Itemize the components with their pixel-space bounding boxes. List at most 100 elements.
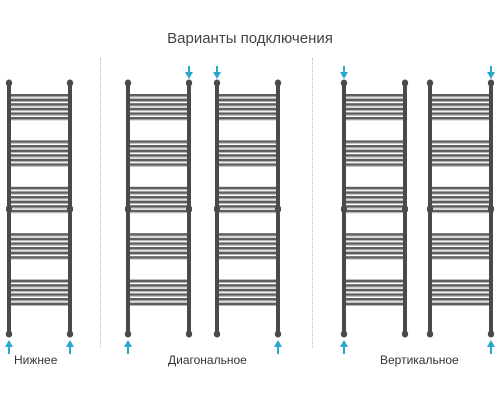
towel-bar-shade xyxy=(11,249,68,251)
towel-bar-shade xyxy=(219,254,276,255)
towel-bar xyxy=(432,107,489,111)
towel-bar xyxy=(11,186,68,190)
towel-bar-shade xyxy=(219,142,276,144)
towel-bar xyxy=(219,256,276,259)
towel-bar-shade xyxy=(346,295,403,297)
towel-bar xyxy=(11,298,68,301)
towel-bar xyxy=(130,288,187,292)
towel-bar-shade xyxy=(219,119,276,121)
towel-bar xyxy=(130,247,187,250)
towel-bar xyxy=(130,94,187,97)
towel-bar xyxy=(432,209,489,213)
rail-fitting xyxy=(427,206,433,212)
arrow-up-icon-shaft xyxy=(277,346,279,354)
towel-bar-shade xyxy=(11,295,68,297)
rail-fitting xyxy=(186,206,192,212)
towel-bar-shade xyxy=(346,105,403,107)
towel-bar xyxy=(11,154,68,157)
towel-bar-shade xyxy=(219,193,276,195)
group-divider-1 xyxy=(100,58,101,348)
towel-bar xyxy=(130,186,187,190)
radiator-4 xyxy=(346,94,403,306)
towel-bar-shade xyxy=(11,119,68,121)
towel-bar xyxy=(432,145,489,148)
towel-bar xyxy=(346,186,403,190)
arrow-down-icon-shaft xyxy=(343,66,345,74)
towel-bar-shade xyxy=(346,286,403,288)
rail-cap-bottom xyxy=(213,330,221,338)
rail-cap-top xyxy=(185,79,193,87)
towel-bar xyxy=(346,158,403,162)
towel-bar xyxy=(432,247,489,250)
rail-cap-bottom xyxy=(487,330,495,338)
towel-bar xyxy=(432,284,489,287)
towel-bar xyxy=(346,94,403,97)
towel-bar xyxy=(432,191,489,194)
towel-bar-shade xyxy=(11,240,68,242)
towel-bar-shade xyxy=(346,203,403,204)
radiator-5 xyxy=(432,94,489,306)
towel-bar xyxy=(432,163,489,166)
rail-cap-bottom xyxy=(401,330,409,338)
towel-bar xyxy=(11,107,68,111)
towel-bar xyxy=(346,112,403,115)
towel-bar-shade xyxy=(432,189,489,191)
towel-bar-shade xyxy=(130,101,187,102)
towel-bar xyxy=(130,107,187,111)
towel-bar-shade xyxy=(130,152,187,153)
towel-bar-shade xyxy=(11,235,68,237)
towel-bar xyxy=(346,205,403,208)
towel-bar xyxy=(11,149,68,152)
towel-bar-shade xyxy=(432,291,489,293)
towel-bar-shade xyxy=(130,203,187,204)
towel-bar-shade xyxy=(346,114,403,116)
towel-bar-shade xyxy=(130,96,187,98)
towel-bar-shade xyxy=(346,305,403,306)
towel-bar-shade xyxy=(219,295,276,297)
towel-bar-shade xyxy=(219,189,276,191)
rail-fitting xyxy=(488,206,494,212)
rail-cap-top xyxy=(274,79,282,87)
towel-bar-shade xyxy=(219,291,276,293)
towel-bar-shade xyxy=(346,156,403,158)
towel-bar-shade xyxy=(11,152,68,153)
towel-bar xyxy=(432,279,489,282)
rail-cap-bottom xyxy=(426,330,434,338)
towel-bar-shade xyxy=(432,110,489,112)
towel-bar xyxy=(346,242,403,245)
towel-bar-shade xyxy=(130,105,187,107)
arrow-up-icon xyxy=(124,340,132,347)
towel-bar xyxy=(219,149,276,152)
towel-bar xyxy=(432,233,489,236)
towel-bar xyxy=(219,103,276,106)
towel-bar xyxy=(219,293,276,296)
towel-bar xyxy=(130,140,187,143)
towel-bar-shade xyxy=(130,212,187,214)
rail-cap-top xyxy=(401,79,409,87)
towel-bar-shade xyxy=(130,142,187,144)
towel-bar-shade xyxy=(219,286,276,288)
towel-bar-shade xyxy=(432,305,489,306)
towel-bar-shade xyxy=(346,249,403,251)
towel-bar-shade xyxy=(432,207,489,209)
towel-bar-shade xyxy=(346,300,403,302)
towel-bar xyxy=(219,186,276,190)
towel-bar-shade xyxy=(432,96,489,98)
rail-cap-top xyxy=(340,79,348,87)
towel-bar xyxy=(11,279,68,282)
towel-bar xyxy=(130,117,187,120)
rail-fitting xyxy=(67,206,73,212)
towel-bar-shade xyxy=(11,207,68,209)
towel-bar-shade xyxy=(130,119,187,121)
towel-bar-shade xyxy=(219,300,276,302)
towel-bar xyxy=(130,158,187,162)
arrow-up-icon-shaft xyxy=(8,346,10,354)
towel-bar xyxy=(219,251,276,254)
towel-bar-shade xyxy=(130,286,187,288)
towel-bar xyxy=(11,251,68,254)
towel-bar-shade xyxy=(11,193,68,195)
towel-bar-shade xyxy=(130,244,187,246)
towel-bar xyxy=(130,279,187,282)
towel-bar xyxy=(130,233,187,236)
